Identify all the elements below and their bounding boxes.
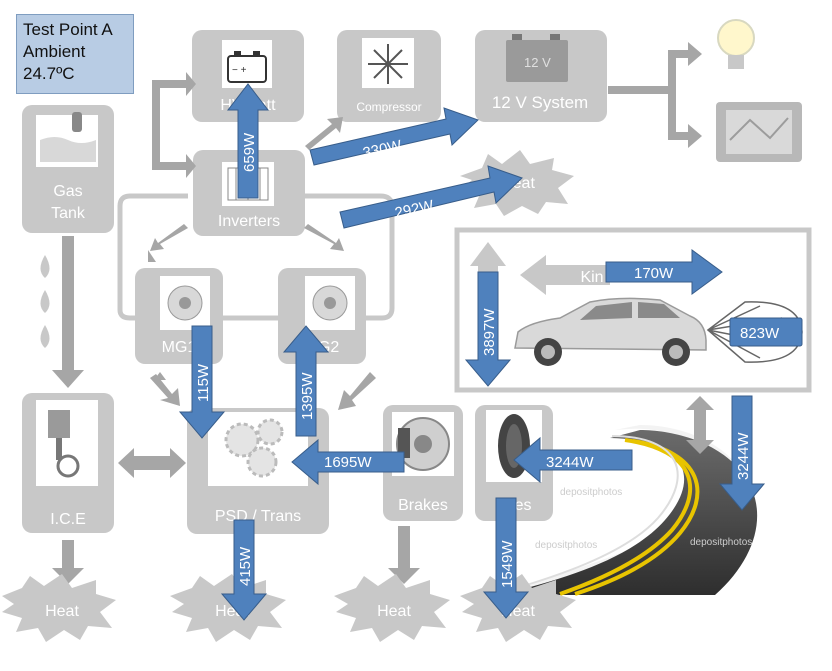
heat-label-ice: Heat xyxy=(45,603,79,620)
gas-tank-label-line2: Tank xyxy=(51,205,86,222)
flow-label-tire-heat: 1549W xyxy=(499,540,516,588)
heat-label-brakes: Heat xyxy=(377,603,411,620)
flow-arrow-to-12v xyxy=(309,107,479,166)
navigation-display-icon xyxy=(716,102,802,162)
test-point-info-box: Test Point A Ambient 24.7ºC xyxy=(16,14,134,94)
mg2-motor-icon xyxy=(305,276,355,330)
twelve-volt-label: 12 V System xyxy=(492,93,588,112)
mg1-motor-icon xyxy=(160,276,210,330)
flow-arrow-road-down xyxy=(718,395,766,511)
flow-labels: 659W 330W 292W 115W 1395W 1695W 3244W 32… xyxy=(195,132,780,588)
flow-label-mg2: 1395W xyxy=(299,372,316,420)
flow-label-aero: 823W xyxy=(740,325,780,342)
mg1-label: MG1 xyxy=(162,339,197,356)
compressor-label: Compressor xyxy=(356,100,421,114)
twelve-volt-battery-label: 12 V xyxy=(524,55,551,70)
lightbulb-icon xyxy=(717,19,755,69)
flow-label-psd-heat: 415W xyxy=(237,546,254,586)
flow-arrow-brakes xyxy=(291,438,405,486)
flow-label-road-tires: 3244W xyxy=(546,454,594,471)
test-point-title: Test Point A xyxy=(23,20,113,39)
flow-arrows xyxy=(178,83,803,621)
fuel-tank-icon xyxy=(36,112,98,167)
flow-label-brakes: 1695W xyxy=(324,454,372,471)
ice-label: I.C.E xyxy=(50,511,86,528)
flow-box-aero xyxy=(729,317,803,347)
psd-trans-label: PSD / Trans xyxy=(215,508,301,525)
kinetic-label: Kin xyxy=(580,269,603,286)
flow-label-kinetic: 170W xyxy=(634,265,674,282)
car-illustration xyxy=(514,297,707,366)
flow-arrow-road-tires xyxy=(513,436,633,484)
inverter-loop-lines xyxy=(117,193,395,321)
flow-arrow-car xyxy=(464,271,512,387)
flow-arrow-kinetic xyxy=(605,249,723,295)
flow-label-road-down: 3244W xyxy=(735,432,752,480)
gas-tank-label-line1: Gas xyxy=(53,183,82,200)
inverters-label: Inverters xyxy=(218,213,280,230)
flow-arrow-tire-heat xyxy=(482,497,530,619)
oil-drops-icon xyxy=(40,255,50,348)
watermark-text-2: depositphotos xyxy=(535,540,597,551)
snowflake-icon xyxy=(362,38,414,88)
svg-text:− +: − + xyxy=(232,65,247,76)
watermark-text: depositphotos xyxy=(560,487,622,498)
flow-label-hv-batt: 659W xyxy=(241,132,258,172)
flow-arrow-psd-heat xyxy=(220,519,268,621)
road-illustration: depositphotos depositphotos depositphoto… xyxy=(499,425,758,596)
piston-icon xyxy=(36,400,98,486)
component-labels: HV Batt Compressor 12 V System Gas Tank … xyxy=(50,93,603,528)
flow-arrow-mg1 xyxy=(178,325,226,439)
flow-arrow-mg2 xyxy=(282,325,330,437)
battery-icon: − + xyxy=(222,40,272,88)
flow-label-mg1: 115W xyxy=(195,363,212,402)
flow-arrow-hv-batt xyxy=(226,83,270,199)
test-point-temperature: 24.7ºC xyxy=(23,64,75,83)
gears-icon xyxy=(208,412,308,486)
watermark-text-3: depositphotos xyxy=(690,537,752,548)
car-battery-icon: 12 V xyxy=(506,34,568,82)
flow-arrow-inverter-heat xyxy=(339,165,523,229)
test-point-condition: Ambient xyxy=(23,42,86,61)
flow-label-car: 3897W xyxy=(481,308,498,356)
brakes-label: Brakes xyxy=(398,497,448,514)
